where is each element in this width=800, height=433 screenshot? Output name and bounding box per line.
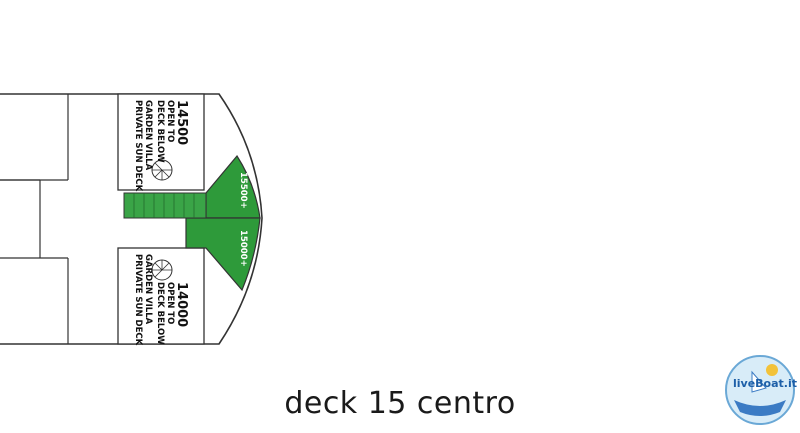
cabin-text: OPEN TO: [165, 100, 175, 142]
liveboat-logo: [725, 355, 795, 425]
cabin-text: PRIVATE SUN DECK: [133, 100, 143, 192]
cabin-text: DECK BELOW: [155, 282, 165, 345]
stair-steps: [133, 193, 195, 218]
cabin-text: GARDEN VILLA: [143, 100, 153, 171]
cabin-text: DECK BELOW: [155, 100, 165, 163]
green-stairway: [123, 192, 207, 219]
area-label-15000: 15000+: [238, 230, 248, 267]
hull-outline: [0, 93, 263, 345]
area-15000: [185, 217, 261, 292]
cabin-text: GARDEN VILLA: [143, 254, 153, 325]
cabin-text: PRIVATE SUN DECK: [133, 254, 143, 346]
area-15500: [205, 154, 261, 219]
cabin-number: 14500: [174, 100, 189, 145]
cabin-text: OPEN TO: [165, 282, 175, 324]
deck-title: deck 15 centro: [284, 386, 516, 421]
cabin-number: 14000: [174, 282, 189, 327]
area-label-15500: 15500+: [238, 172, 248, 209]
spiral-staircase-icon: [151, 159, 173, 181]
logo-text: liveBoat.it: [733, 377, 798, 390]
spiral-staircase-icon: [151, 259, 173, 281]
